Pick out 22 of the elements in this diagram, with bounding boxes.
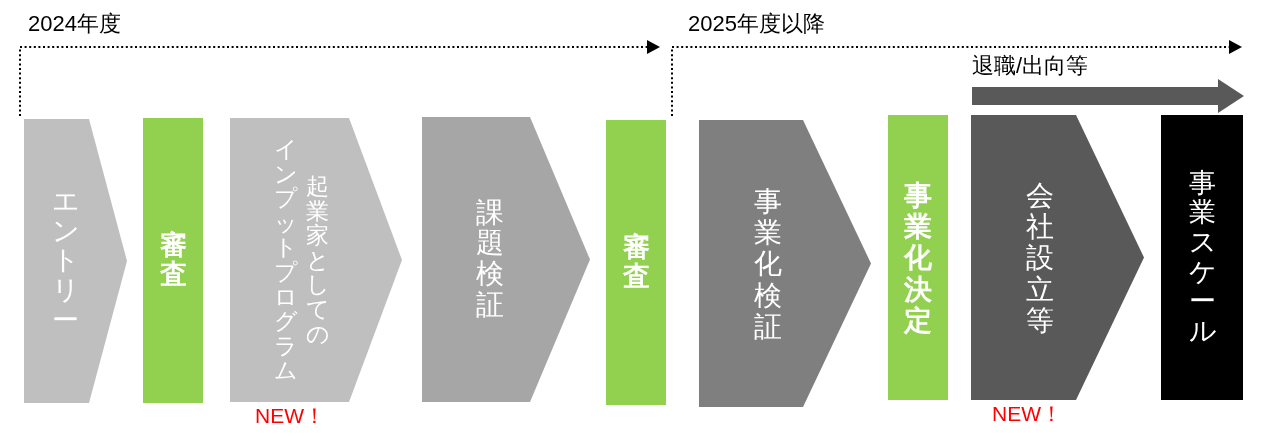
step-label: 事業スケール (1188, 168, 1216, 347)
new-tag: NEW！ (992, 401, 1062, 427)
step-label: 事業化決定 (904, 179, 932, 336)
step-label: 審査 (622, 232, 650, 293)
arrow-label: 退職/出向等 (972, 53, 1089, 80)
process-step (422, 117, 590, 402)
step-label: 審査 (159, 230, 187, 291)
process-bar (1161, 115, 1243, 400)
period-label: 2025年度以降 (688, 11, 825, 38)
new-tag: NEW！ (255, 403, 325, 429)
process-step (24, 119, 127, 403)
step-label: 事業化検証 (754, 185, 782, 342)
process-bar (143, 118, 203, 403)
step-label: 会社設立等 (1026, 179, 1054, 336)
step-label: 課題検証 (476, 197, 504, 322)
step-label: エントリー (51, 186, 79, 336)
process-bar (606, 120, 666, 405)
process-bar (888, 115, 948, 400)
process-step (699, 120, 871, 407)
period-label: 2024年度 (28, 11, 121, 38)
process-step (971, 115, 1144, 400)
process-step (230, 118, 402, 402)
